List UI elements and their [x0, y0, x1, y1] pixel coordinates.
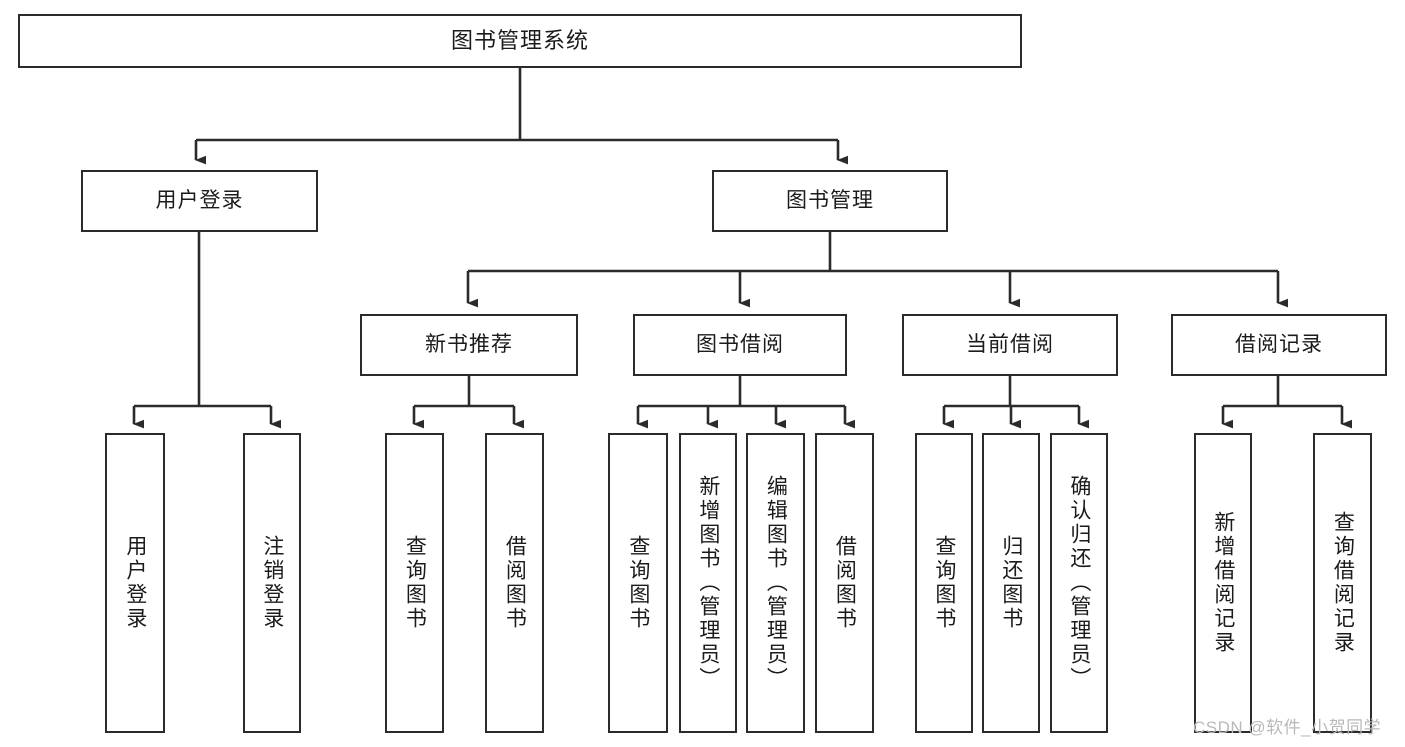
node-leaf-user-login[interactable]: 用户登录	[105, 433, 165, 733]
node-label: 新增借阅记录	[1211, 511, 1235, 655]
node-leaf-confirm-return[interactable]: 确认归还（管理员）	[1050, 433, 1108, 733]
node-book-management[interactable]: 图书管理	[712, 170, 948, 232]
node-leaf-query-book-1[interactable]: 查询图书	[385, 433, 444, 733]
node-label: 用户登录	[123, 535, 147, 631]
node-label: 注销登录	[260, 535, 284, 631]
node-leaf-add-book[interactable]: 新增图书（管理员）	[679, 433, 737, 733]
node-root-book-management-system[interactable]: 图书管理系统	[18, 14, 1022, 68]
node-leaf-edit-book[interactable]: 编辑图书（管理员）	[746, 433, 805, 733]
node-label: 图书管理系统	[450, 27, 589, 53]
node-leaf-borrow-book-2[interactable]: 借阅图书	[815, 433, 874, 733]
node-label: 图书借阅	[696, 333, 784, 357]
node-leaf-return-book[interactable]: 归还图书	[982, 433, 1040, 733]
node-label: 查询图书	[932, 535, 956, 631]
node-book-borrow[interactable]: 图书借阅	[633, 314, 847, 376]
node-label: 图书管理	[786, 189, 874, 213]
node-current-borrow[interactable]: 当前借阅	[902, 314, 1118, 376]
node-leaf-query-record[interactable]: 查询借阅记录	[1313, 433, 1372, 733]
node-label: 借阅图书	[503, 535, 527, 631]
node-leaf-query-book-3[interactable]: 查询图书	[915, 433, 973, 733]
node-label: 查询图书	[626, 535, 650, 631]
node-label: 新书推荐	[425, 333, 513, 357]
node-borrow-record[interactable]: 借阅记录	[1171, 314, 1387, 376]
node-label: 查询借阅记录	[1331, 511, 1355, 655]
node-label: 借阅记录	[1235, 333, 1323, 357]
node-leaf-add-record[interactable]: 新增借阅记录	[1194, 433, 1252, 733]
node-new-book-recommend[interactable]: 新书推荐	[360, 314, 578, 376]
node-label: 编辑图书（管理员）	[764, 475, 788, 691]
node-leaf-borrow-book-1[interactable]: 借阅图书	[485, 433, 544, 733]
node-label: 用户登录	[155, 189, 244, 213]
node-label: 确认归还（管理员）	[1067, 475, 1091, 691]
node-label: 新增图书（管理员）	[696, 475, 720, 691]
node-user-login[interactable]: 用户登录	[81, 170, 318, 232]
node-label: 借阅图书	[833, 535, 857, 631]
csdn-watermark: CSDN @软件_小贺同学	[1193, 718, 1382, 737]
node-label: 查询图书	[403, 535, 427, 631]
node-leaf-user-logout[interactable]: 注销登录	[243, 433, 301, 733]
node-label: 当前借阅	[966, 333, 1054, 357]
node-leaf-query-book-2[interactable]: 查询图书	[608, 433, 668, 733]
node-label: 归还图书	[999, 535, 1023, 631]
